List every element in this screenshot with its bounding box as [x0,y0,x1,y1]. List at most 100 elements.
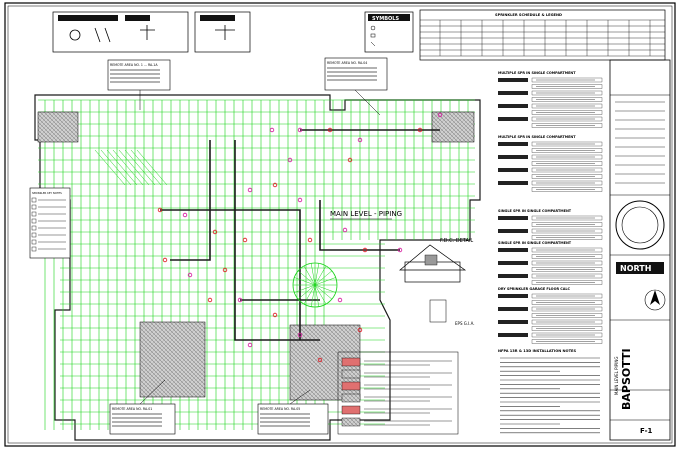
calc-value-cell [531,293,603,299]
sprinkler-head-icon [307,237,313,243]
calc-value-cell [531,280,603,285]
calc-value-cell [531,187,603,192]
sprinkler-head-icon [212,229,218,235]
detail-label: EPS G.I.A. [455,321,475,326]
key-notes-box: SPRINKLER KEY NOTES [29,187,71,259]
diagonal-line [124,149,156,186]
north-box [616,262,664,274]
calc-value-cell [531,260,603,266]
diagonal-line [106,149,138,186]
sprinkler-head-icon [272,312,278,318]
stair-tread [310,284,316,307]
calc-value-cell [531,235,603,240]
sprinkler-head-icon [357,327,363,333]
calc-value-cell [531,161,603,166]
calc-value-cell [531,215,603,221]
calc-value-cell [531,313,603,318]
title-block: NORTH BAPSOTTI MAIN LEVEL PIPING F-1 [609,59,671,441]
calc-label-cell [498,229,528,233]
hatch-swatch [341,357,361,367]
diagonal-line [136,149,168,186]
firm-name: BAPSOTTI [620,348,633,410]
leader-line [139,379,166,405]
engineer-seal [615,200,665,250]
calc-label-cell [498,216,528,220]
remote-area-label: REMOTE AREA NO. RA-05 [260,407,300,411]
sprinkler-head-icon [247,187,253,193]
legend-boxes [52,11,251,53]
key-notes-title: SPRINKLER KEY NOTES [32,191,62,195]
key-symbol [31,232,37,238]
calc-label-cell [498,155,528,159]
sprinkler-head-icon [182,212,188,218]
sprinkler-head-icon [297,127,303,133]
calc-value-cell [531,332,603,338]
sprinkler-head-icon [327,127,333,133]
calc-title: MULTIPLE SPR IN SINGLE COMPARTMENT [498,135,576,139]
hatch-swatch [341,381,361,391]
calc-label-cell [498,148,528,153]
calc-blocks: MULTIPLE SPR IN SINGLE COMPARTMENT MULTI… [498,71,603,344]
stair-tread [314,265,327,286]
hatched-room [431,111,475,143]
calc-label-cell [498,300,528,305]
calc-label-cell [498,307,528,311]
calc-value-cell [531,306,603,312]
key-symbol [31,197,37,203]
stair-tread [314,284,320,307]
calc-value-cell [531,273,603,279]
calc-value-cell [531,254,603,259]
sprinkler-head-icon [342,227,348,233]
calc-value-cell [531,228,603,234]
sprinkler-head-icon [297,197,303,203]
hatch-legend [337,351,459,435]
calc-value-cell [531,116,603,122]
calc-label-cell [498,142,528,146]
diagonal-line [94,149,126,186]
remote-area-label: REMOTE AREA NO. RA-01 [112,407,152,411]
calc-value-cell [531,141,603,147]
calc-value-cell [531,222,603,227]
installation-notes: NFPA 13R & 13D INSTALLATION NOTES [498,349,600,434]
calc-label-cell [498,261,528,265]
hatch-swatch [341,417,361,427]
floor-plan [34,94,481,441]
stair-tread [314,263,320,286]
sprinkler-head-icon [242,237,248,243]
calc-value-cell [531,148,603,153]
calc-value-cell [531,174,603,179]
valve-icon [69,29,81,41]
sprinkler-head-icon [347,157,353,163]
symbols-title: SYMBOLS [372,16,399,22]
calc-label-cell [498,117,528,121]
calc-label-cell [498,235,528,240]
calc-value-cell [531,110,603,115]
fdc-detail: F.D.C. DETAIL EPS G.I.A. [399,238,475,326]
calc-label-cell [498,110,528,115]
calc-label-cell [498,339,528,344]
stair-tread [314,284,333,300]
leader-line [289,389,311,405]
calc-label-cell [498,187,528,192]
schedule-title: SPRINKLER SCHEDULE & LEGEND [495,13,562,17]
calc-label-cell [498,168,528,172]
sheet-number: F-1 [640,427,652,435]
calc-value-cell [531,90,603,96]
sprinkler-head-icon [272,182,278,188]
key-symbol [31,246,37,252]
calc-value-cell [531,97,603,102]
calc-value-cell [531,167,603,173]
calc-value-cell [531,154,603,160]
key-symbol [31,218,37,224]
calc-value-cell [531,339,603,344]
stair-tread [297,270,316,286]
key-symbol [31,225,37,231]
sprinkler-head-icon [337,297,343,303]
calc-label-cell [498,254,528,259]
stair-tread [297,284,316,300]
calc-title: MULTIPLE SPR IN SINGLE COMPARTMENT [498,71,576,75]
sprinkler-head-icon [297,332,303,338]
key-symbol [31,211,37,217]
calc-value-cell [531,326,603,331]
